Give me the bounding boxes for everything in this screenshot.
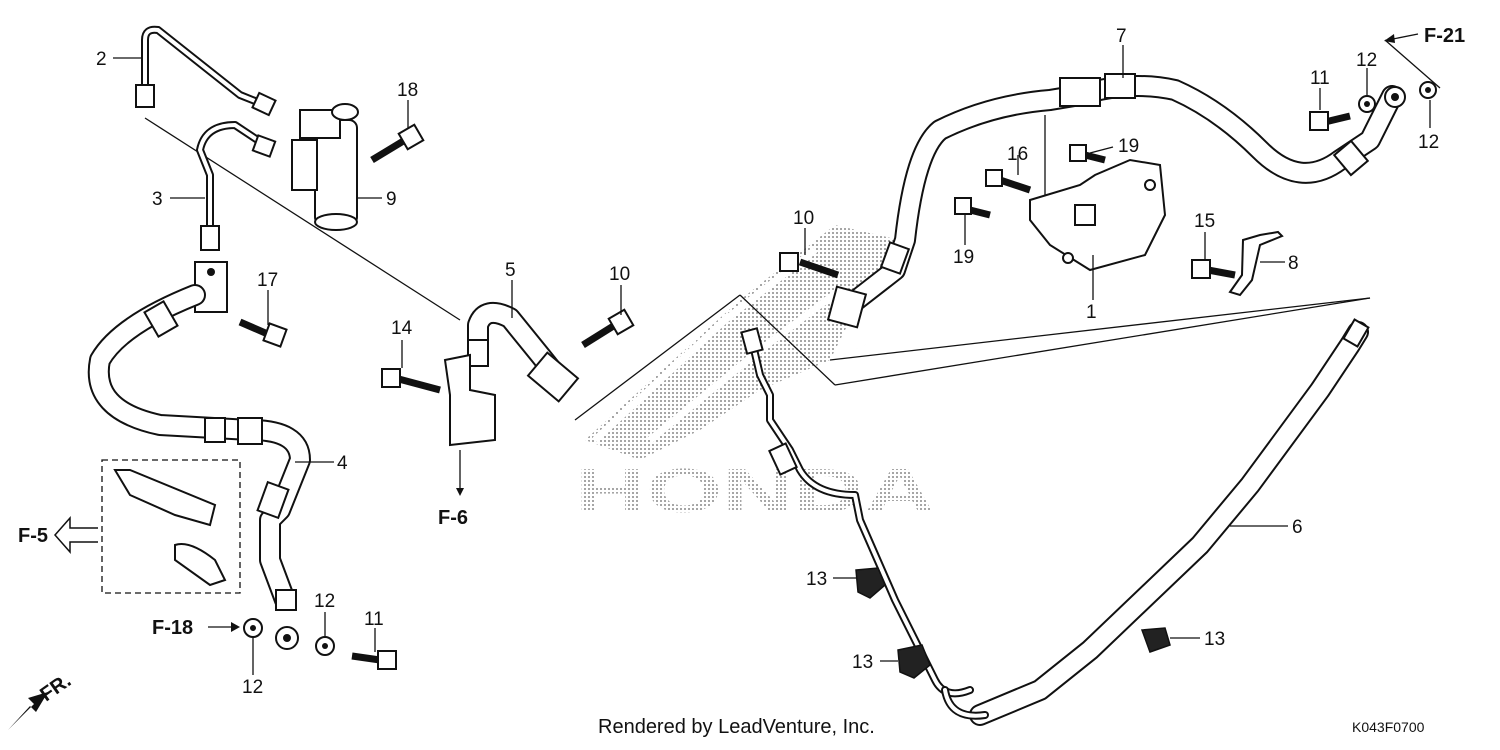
callout-12-lower-right: 12 bbox=[314, 591, 335, 612]
callout-19-lower: 19 bbox=[953, 247, 974, 268]
clip-13-a bbox=[855, 567, 886, 599]
callout-8: 8 bbox=[1288, 253, 1299, 274]
callout-4: 4 bbox=[337, 453, 348, 474]
callout-5: 5 bbox=[505, 260, 516, 281]
section-refs: F-21 F-6 F-5 F-18 bbox=[18, 25, 1465, 639]
washer-12-upper-right bbox=[1419, 81, 1437, 99]
callout-2: 2 bbox=[96, 49, 107, 70]
callout-19-upper: 19 bbox=[1118, 136, 1139, 157]
honda-wing-watermark: HONDA bbox=[575, 225, 935, 526]
callout-10-right: 10 bbox=[793, 208, 814, 229]
callout-leaders bbox=[113, 45, 1431, 675]
brake-pipe-3 bbox=[196, 121, 277, 251]
bracket-14 bbox=[381, 353, 496, 447]
bolt-17 bbox=[238, 318, 288, 348]
callout-17: 17 bbox=[257, 270, 278, 291]
bolt-15 bbox=[1191, 259, 1236, 279]
washers-bolt-bottom bbox=[243, 618, 397, 670]
callout-18: 18 bbox=[397, 80, 418, 101]
callouts: 1 2 3 4 5 6 7 8 9 10 10 11 11 12 12 12 1… bbox=[96, 26, 1439, 698]
callout-10-left: 10 bbox=[609, 264, 630, 285]
bracket-1 bbox=[1029, 158, 1167, 272]
ref-f6: F-6 bbox=[438, 507, 468, 529]
ref-f18: F-18 bbox=[152, 617, 193, 639]
caliper-bracket-box bbox=[101, 459, 241, 594]
callout-1: 1 bbox=[1086, 302, 1097, 323]
ref-f5: F-5 bbox=[18, 525, 48, 547]
bolt-19-lower bbox=[954, 197, 991, 219]
callout-11-upper: 11 bbox=[1310, 68, 1330, 89]
proportioning-valve-9 bbox=[291, 103, 359, 231]
bolt-16 bbox=[985, 169, 1032, 194]
callout-7: 7 bbox=[1116, 26, 1127, 47]
clip-13-c bbox=[1140, 627, 1171, 653]
clip-13-b bbox=[897, 644, 931, 679]
callout-12-upper-left: 12 bbox=[1356, 50, 1377, 71]
callout-3: 3 bbox=[152, 189, 163, 210]
callout-16: 16 bbox=[1007, 144, 1028, 165]
callout-12-lower-left: 12 bbox=[242, 677, 263, 698]
ref-f21: F-21 bbox=[1424, 25, 1465, 47]
callout-13-b: 13 bbox=[852, 652, 873, 673]
callout-6: 6 bbox=[1292, 517, 1303, 538]
clamp-8 bbox=[1228, 230, 1284, 297]
watermark-text: HONDA bbox=[575, 457, 935, 526]
callout-12-upper-right: 12 bbox=[1418, 132, 1439, 153]
callout-9: 9 bbox=[386, 189, 397, 210]
brake-hose-7 bbox=[826, 73, 1406, 329]
bolt-19-upper bbox=[1069, 144, 1106, 164]
callout-11-lower: 11 bbox=[364, 609, 384, 630]
callout-14: 14 bbox=[391, 318, 413, 339]
brake-pipe-2 bbox=[135, 25, 277, 117]
diagram-code: K043F0700 bbox=[1352, 719, 1425, 735]
brake-pipe-6 bbox=[740, 318, 1370, 726]
bolt-10-left bbox=[581, 308, 635, 348]
callout-13-a: 13 bbox=[806, 569, 827, 590]
brake-hose-5 bbox=[467, 301, 580, 403]
bolt-10-right bbox=[779, 252, 840, 279]
callout-15: 15 bbox=[1194, 211, 1215, 232]
bolt-11-upper bbox=[1309, 111, 1351, 131]
footer-credit: Rendered by LeadVenture, Inc. bbox=[598, 716, 875, 738]
bolt-18 bbox=[370, 123, 425, 163]
callout-13-c: 13 bbox=[1204, 629, 1225, 650]
front-direction-arrow: FR. bbox=[8, 670, 75, 730]
f5-arrow bbox=[53, 516, 98, 554]
washer-12-upper-left bbox=[1358, 95, 1376, 113]
brake-hose-4 bbox=[87, 284, 311, 650]
